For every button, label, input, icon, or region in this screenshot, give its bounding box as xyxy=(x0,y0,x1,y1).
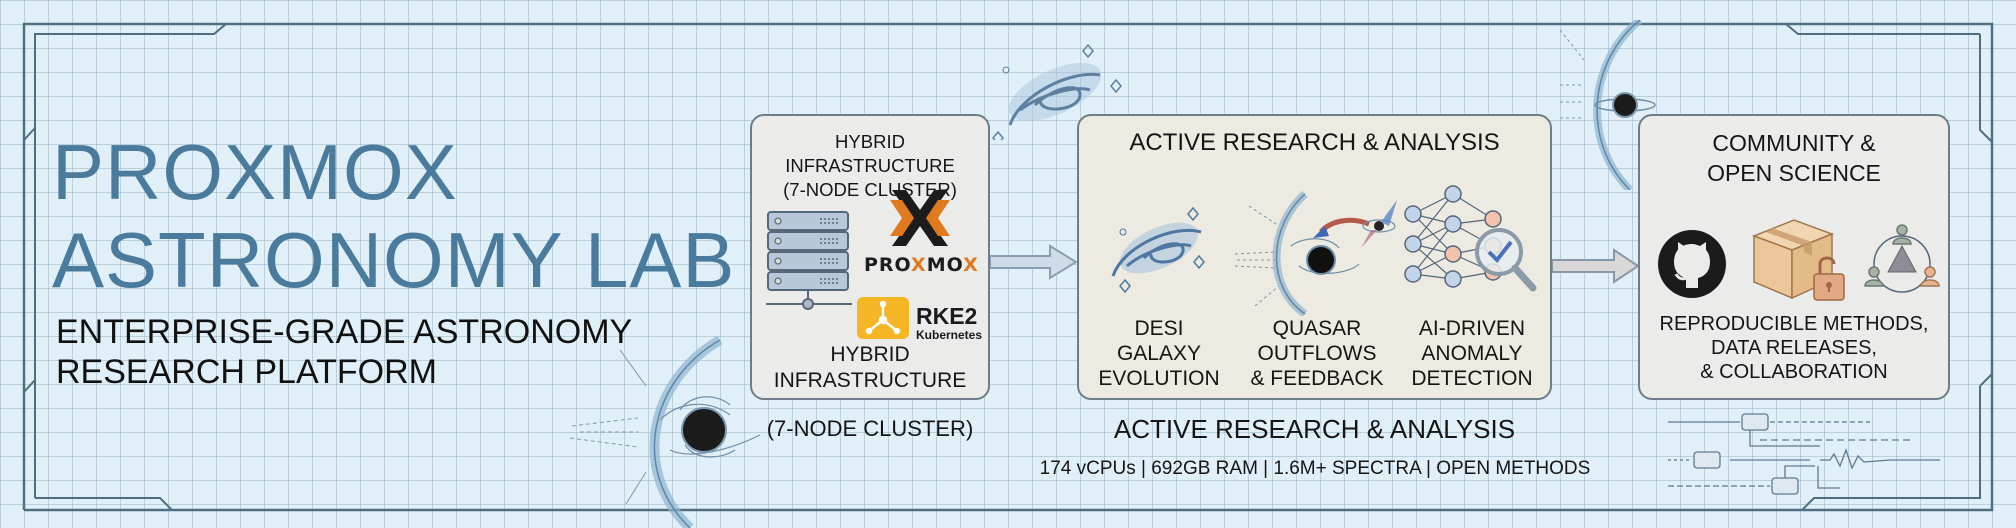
infrastructure-card: HYBRID INFRASTRUCTURE (7-NODE CLUSTER) P… xyxy=(750,114,990,400)
column-line: EVOLUTION xyxy=(1098,367,1220,390)
open-package-icon xyxy=(1751,219,1845,301)
stats-line: 174 vCPUs | 692GB RAM | 1.6M+ SPECTRA | … xyxy=(1039,458,1591,479)
signal-flow-sketch-icon xyxy=(1668,413,1940,495)
research-heading: ACTIVE RESEARCH & ANALYSIS xyxy=(1129,129,1500,156)
subtitle-line-1: ENTERPRISE-GRADE ASTRONOMY xyxy=(56,313,633,351)
proxmox-wordmark-x: X xyxy=(911,254,927,276)
black-hole-illustration-icon xyxy=(569,335,761,528)
research-caption: ACTIVE RESEARCH & ANALYSIS xyxy=(1113,414,1516,444)
neural-network-search-icon xyxy=(1404,185,1537,292)
proxmox-wordmark-pre: PRO xyxy=(864,254,912,276)
research-card: ACTIVE RESEARCH & ANALYSIS DESI GALAXY E… xyxy=(1077,114,1552,400)
infrastructure-heading-line-1: HYBRID INFRASTRUCTURE xyxy=(785,131,955,176)
infrastructure-footer: HYBRID INFRASTRUCTURE xyxy=(752,342,988,394)
arrow-right-icon xyxy=(1552,248,1640,284)
community-card: COMMUNITY & OPEN SCIENCE REPRODUCIBLE ME… xyxy=(1638,114,1950,400)
column-line: AI-DRIVEN xyxy=(1418,317,1526,340)
research-column-quasar: QUASAR OUTFLOWS & FEEDBACK xyxy=(1242,316,1392,391)
proxmox-wordmark-mid: MO xyxy=(926,254,964,276)
infrastructure-heading-line-2: (7-NODE CLUSTER) xyxy=(783,179,957,200)
community-footer-line-2: DATA RELEASES, xyxy=(1711,337,1877,359)
community-heading-line-1: COMMUNITY & xyxy=(1712,130,1876,156)
rke2-label: RKE2 xyxy=(916,303,978,329)
collaboration-icon xyxy=(1864,224,1940,293)
community-footer: REPRODUCIBLE METHODS, DATA RELEASES, & C… xyxy=(1640,312,1948,384)
page-subtitle: ENTERPRISE-GRADE ASTRONOMY RESEARCH PLAT… xyxy=(56,312,632,392)
community-heading: COMMUNITY & OPEN SCIENCE xyxy=(1640,128,1948,188)
black-hole-lensing-icon xyxy=(1560,20,1656,190)
column-line: GALAXY xyxy=(1116,342,1202,365)
infrastructure-caption: (7-NODE CLUSTER) xyxy=(766,416,974,441)
proxmox-wordmark-x: X xyxy=(963,254,979,276)
research-column-ai: AI-DRIVEN ANOMALY DETECTION xyxy=(1397,316,1547,391)
subtitle-line-2: RESEARCH PLATFORM xyxy=(56,353,437,391)
spiral-galaxy-icon xyxy=(1111,206,1205,294)
column-line: QUASAR xyxy=(1272,317,1362,340)
column-line: DETECTION xyxy=(1411,367,1533,390)
infrastructure-footer-line-2: INFRASTRUCTURE xyxy=(773,369,967,392)
title-line-2: ASTRONOMY LAB xyxy=(52,216,736,304)
kubernetes-label: Kubernetes xyxy=(916,328,983,342)
title-line-1: PROXMOX xyxy=(52,128,458,216)
infrastructure-heading: HYBRID INFRASTRUCTURE (7-NODE CLUSTER) xyxy=(752,130,988,202)
quasar-black-hole-icon xyxy=(1234,191,1397,316)
spiral-galaxy-decoration-icon xyxy=(992,43,1122,140)
proxmox-logo-icon xyxy=(890,190,950,246)
research-column-desi: DESI GALAXY EVOLUTION xyxy=(1084,316,1234,391)
infrastructure-footer-line-1: HYBRID xyxy=(830,343,910,366)
rke2-logo-icon xyxy=(857,297,909,339)
column-line: OUTFLOWS xyxy=(1257,342,1377,365)
github-icon xyxy=(1658,230,1726,298)
arrow-right-icon xyxy=(990,244,1078,280)
server-rack-icon xyxy=(766,211,852,310)
proxmox-wordmark: PROXMOX xyxy=(864,254,979,276)
column-line: & FEEDBACK xyxy=(1250,367,1384,390)
column-line: ANOMALY xyxy=(1421,342,1523,365)
community-footer-line-1: REPRODUCIBLE METHODS, xyxy=(1659,313,1929,335)
page-title: PROXMOX ASTRONOMY LAB xyxy=(52,128,735,304)
community-footer-line-3: & COLLABORATION xyxy=(1700,361,1888,383)
community-heading-line-2: OPEN SCIENCE xyxy=(1707,160,1881,186)
column-line: DESI xyxy=(1134,317,1184,340)
